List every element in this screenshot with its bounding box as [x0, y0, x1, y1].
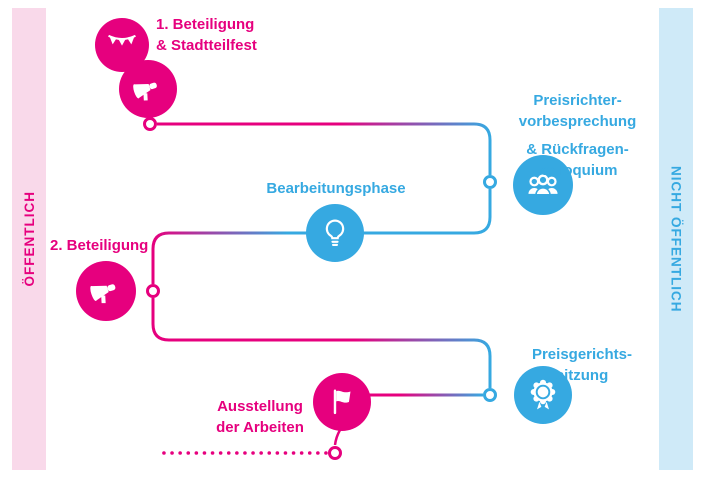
non-public-band: NICHT ÖFFENTLICH [659, 8, 693, 470]
public-band: ÖFFENTLICH [12, 8, 46, 470]
label-beteiligung-2: 2. Beteiligung [50, 237, 149, 254]
megaphone-icon [133, 82, 157, 101]
label-preisgericht: Preisgerichts- sitzung [531, 346, 633, 384]
node-beteiligung-1 [119, 60, 177, 118]
node-preisgericht [514, 366, 572, 424]
connector-dot-2 [483, 175, 497, 189]
lightbulb-icon [325, 219, 345, 246]
award-icon [530, 379, 556, 410]
connector-dot-4 [483, 388, 497, 402]
connector-lower [151, 298, 492, 388]
flag-icon [333, 389, 351, 415]
jury-icon [528, 174, 558, 196]
label-preisrichter: Preisrichter- vorbesprechung & Rückfrage… [518, 92, 637, 179]
node-preisrichter [513, 155, 573, 215]
connector-flag-stub [333, 429, 342, 446]
node-ausstellung [313, 373, 371, 431]
label-ausstellung: Ausstellung der Arbeiten [216, 398, 304, 436]
connector-dot-3 [146, 284, 160, 298]
connector-top [157, 122, 492, 175]
node-bearbeitungsphase [306, 204, 364, 262]
megaphone-icon [90, 284, 116, 304]
label-bearbeitungsphase: Bearbeitungsphase [266, 180, 406, 197]
bunting-icon [108, 34, 136, 46]
label-beteiligung-1: 1. Beteiligung & Stadtteilfest [156, 16, 257, 54]
non-public-band-label: NICHT ÖFFENTLICH [668, 165, 684, 313]
node-beteiligung-2 [76, 261, 136, 321]
connector-dot-1 [143, 117, 157, 131]
connector-dot-5 [328, 446, 342, 460]
